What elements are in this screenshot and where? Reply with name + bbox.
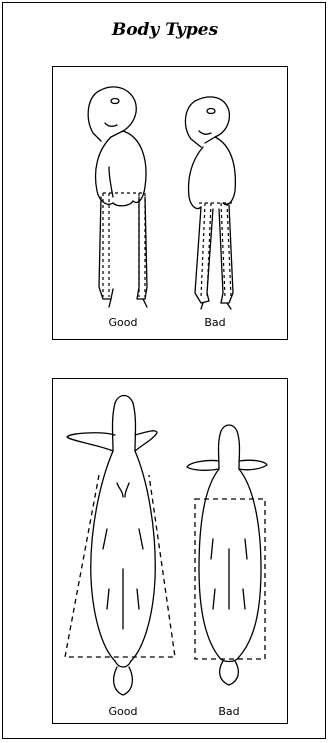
top-view-panel: Good Bad (52, 378, 288, 724)
bad-goat-front-illustration (185, 97, 235, 309)
bad-goat-top-illustration (187, 425, 267, 685)
top-bad-label: Bad (199, 705, 259, 718)
good-goat-top-illustration (67, 396, 157, 696)
front-bad-label: Bad (185, 316, 245, 329)
front-view-panel: Good Bad (52, 66, 288, 340)
top-view-drawing (53, 379, 289, 725)
good-goat-front-illustration (88, 87, 147, 307)
top-good-label: Good (93, 705, 153, 718)
front-view-drawing (53, 67, 289, 341)
figure-title: Body Types (0, 20, 330, 40)
front-good-label: Good (93, 316, 153, 329)
